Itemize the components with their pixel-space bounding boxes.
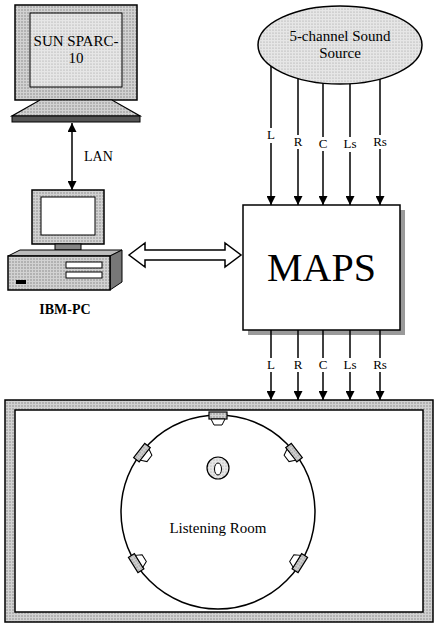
node-label: MAPS — [267, 245, 376, 291]
signal-arrow — [71, 123, 73, 190]
workstation-node: SUN SPARC-10 — [15, 5, 137, 123]
listening-room-node: Listening Room — [5, 400, 433, 622]
text-holder: SUN SPARC-10 — [30, 13, 122, 87]
listener — [207, 457, 229, 479]
pc-node: IBM-PC — [5, 190, 125, 322]
listening-room — [5, 400, 433, 622]
node-label: Listening Room — [169, 520, 266, 537]
speaker-set — [128, 412, 307, 573]
channel-label: C — [317, 137, 330, 151]
loudspeaker — [287, 550, 308, 572]
channel-label: Rs — [371, 358, 389, 372]
text-holder: 5-channel Sound Source — [280, 5, 400, 85]
channel-label: Ls — [342, 137, 359, 151]
maps-box: MAPS — [243, 205, 400, 330]
maps-unit — [243, 205, 405, 335]
node-label: 5-channel Sound Source — [280, 28, 400, 63]
loudspeaker — [209, 412, 227, 425]
channel-label: L — [265, 358, 277, 372]
text-holder: IBM-PC — [5, 300, 125, 320]
node-label: IBM-PC — [39, 302, 90, 318]
text-holder: MAPS — [243, 205, 400, 330]
channel-label: L — [265, 128, 277, 142]
pc-computer — [8, 190, 122, 290]
sound-source-ellipse: 5-channel Sound Source — [257, 5, 423, 85]
channel-label: R — [292, 358, 305, 372]
loudspeaker — [128, 550, 149, 572]
channel-label: C — [317, 358, 330, 372]
text-holder: Listening Room — [139, 517, 297, 541]
loudspeaker — [134, 443, 155, 465]
loudspeaker — [281, 443, 302, 465]
channel-label: Ls — [342, 358, 359, 372]
channel-label: Rs — [371, 135, 389, 149]
node-label: SUN SPARC-10 — [30, 33, 122, 68]
hollow-double-arrow — [129, 243, 241, 267]
channel-label: R — [292, 135, 305, 149]
workstation-monitor — [12, 5, 140, 122]
network-label: LAN — [82, 149, 115, 164]
